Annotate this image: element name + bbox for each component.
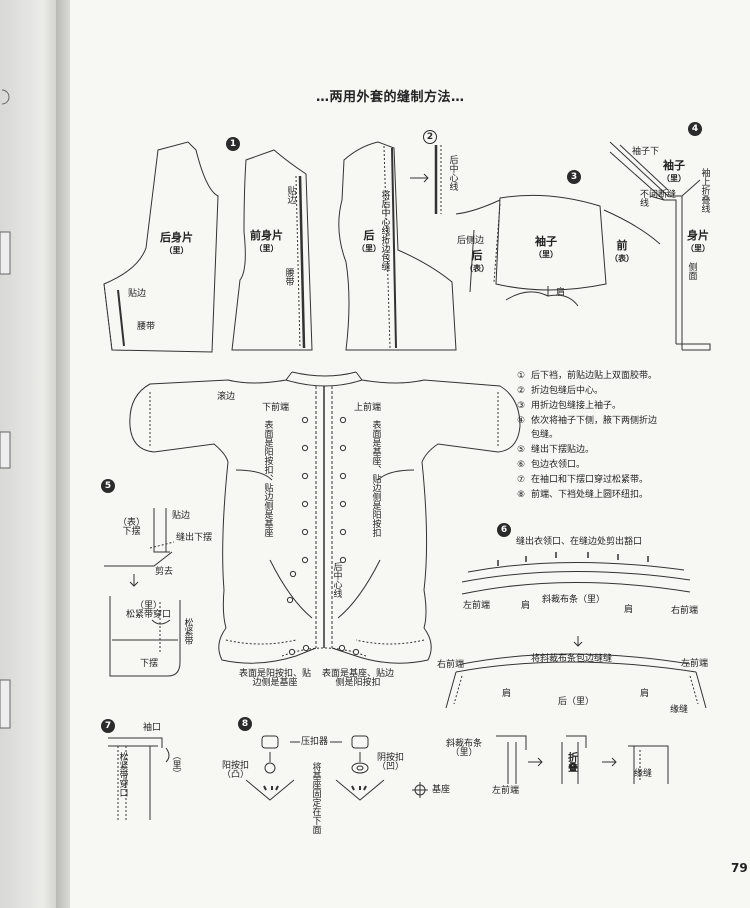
step5-inner-opening: （里）松紧带穿口 (126, 601, 172, 621)
front-piece-label: 前身片（里） (250, 229, 283, 253)
step8-press: 压扣器 (301, 737, 329, 747)
no-break-seam-label: 不间断缝线 (640, 190, 677, 210)
step8-diagram (245, 735, 428, 801)
step3-back-label: 后（表） (465, 249, 489, 273)
step6b-left-front: 左前端 (492, 786, 520, 796)
sleeve-label: 袖子（里） (534, 235, 558, 259)
front-piece-pattern (231, 149, 313, 351)
step-marker-3: 3 (567, 170, 581, 184)
step5-cut: 剪去 (155, 567, 174, 577)
step-marker-4: 4 (688, 122, 702, 136)
step2-diagram (410, 145, 442, 214)
step8-female: 阴按扣（凹） (377, 753, 405, 773)
step6b-edge-seam: 缘缝 (634, 769, 653, 779)
step-marker-6: 6 (497, 523, 511, 537)
step5-diagram (104, 508, 181, 677)
step-marker-5: 5 (101, 479, 115, 493)
step6-left-front2: 左前端 (681, 659, 709, 669)
step3-sleeve-diagram (455, 194, 661, 307)
step5-surface-hem: （表）下摆 (118, 518, 146, 538)
under-sleeve-label: 袖子下 (632, 147, 660, 157)
step6-back: 后（里） (558, 697, 595, 707)
garment-snaps (286, 416, 360, 656)
step6-shoulder-l: 肩 (521, 601, 531, 611)
back-side-label: 后侧边 (457, 236, 485, 246)
back-piece-label: 后身片（里） (160, 231, 193, 255)
step6-right-front: 右前端 (671, 606, 699, 616)
upper-front-label: 上前端 (354, 403, 382, 413)
base-snap-note: 表面是基座、贴边侧是阳按扣 (370, 420, 381, 537)
step7-elastic-opening: 松紧带穿口 (117, 752, 128, 797)
step6-collar-diagram (445, 552, 707, 709)
bottom-left-note: 表面是阳按扣、贴边侧是基座 (238, 669, 311, 689)
page-title: …两用外套的缝制方法… (316, 90, 465, 105)
step6-edge-seam: 缘缝 (670, 705, 689, 715)
facing-label: 贴边 (128, 289, 147, 299)
side-label: 侧面 (686, 262, 697, 280)
step5-facing: 贴边 (172, 511, 191, 521)
step5-elastic: 松紧带 (182, 618, 193, 645)
bottom-right-note: 表面是基座、贴边侧是阳按扣 (321, 669, 394, 689)
step-marker-7: 7 (101, 719, 115, 733)
step5-hem2: 下摆 (140, 659, 159, 669)
back-piece-pattern (103, 141, 219, 353)
sleeve-fold-label: 袖上折叠线 (699, 168, 710, 213)
step6-top-note: 缝出衣领口、在缝边处剪出豁口 (516, 537, 643, 547)
back-fold-pattern (338, 141, 457, 351)
step6-bias-tape: 斜裁布条（里） (542, 595, 606, 605)
step6-shoulder-r: 肩 (624, 605, 634, 615)
page-number: 79 (731, 861, 748, 875)
step8-base: 基座 (432, 785, 451, 795)
step7-cuff: 袖口 (143, 723, 162, 733)
lower-front-label: 下前端 (262, 403, 290, 413)
step6b-bias-tape: 斜裁布条（里） (446, 739, 483, 759)
step4-sleeve-diagram (609, 141, 711, 351)
step6b-diagram (496, 735, 669, 784)
step5-sew-out: 缝出下摆 (176, 533, 213, 543)
front-facing-label: 贴边 (285, 186, 296, 204)
back-piece-right-label: 后（里） (357, 229, 381, 253)
step-marker-1: 1 (226, 137, 240, 151)
step8-male: 阳按扣（凸） (222, 761, 250, 781)
step6-left-front: 左前端 (463, 601, 491, 611)
garment-center-back-label: 后中心线 (331, 562, 342, 598)
instruction-item: 包缝。 (531, 430, 559, 441)
step-marker-2: 2 (423, 130, 437, 144)
main-page (70, 0, 750, 908)
body-piece-label: 身片（里） (686, 229, 710, 253)
step6-shoulder-2r: 肩 (640, 689, 650, 699)
center-back-label: 后中心线 (447, 155, 458, 191)
male-snap-note: 表面是阳按扣、贴边侧是基座 (262, 420, 273, 537)
step6b-fold: 折叠 (565, 752, 577, 772)
waistband-label: 腰带 (137, 322, 156, 332)
step6-bias-wrap: 将斜裁布条包边缝缝 (531, 654, 613, 664)
piping-label: 滚边 (217, 392, 236, 402)
step8-fix-note: 将基座固定在下面 (310, 762, 321, 834)
garment-body (129, 371, 521, 664)
left-page-scraps (0, 89, 11, 729)
step6-right-front2: 右前端 (437, 660, 465, 670)
step4-sleeve-label: 袖子（里） (662, 159, 686, 183)
step-marker-8: 8 (238, 717, 252, 731)
fold-seam-label: 将后中心线折边包缝 (379, 190, 390, 271)
shoulder-label: 肩 (556, 288, 566, 298)
front-label: 前（表） (610, 239, 634, 263)
step6-shoulder-2l: 肩 (502, 689, 512, 699)
step7-inner: （里） (170, 751, 181, 778)
step7-diagram (108, 737, 170, 820)
front-waistband-label: 腰带 (283, 268, 294, 286)
